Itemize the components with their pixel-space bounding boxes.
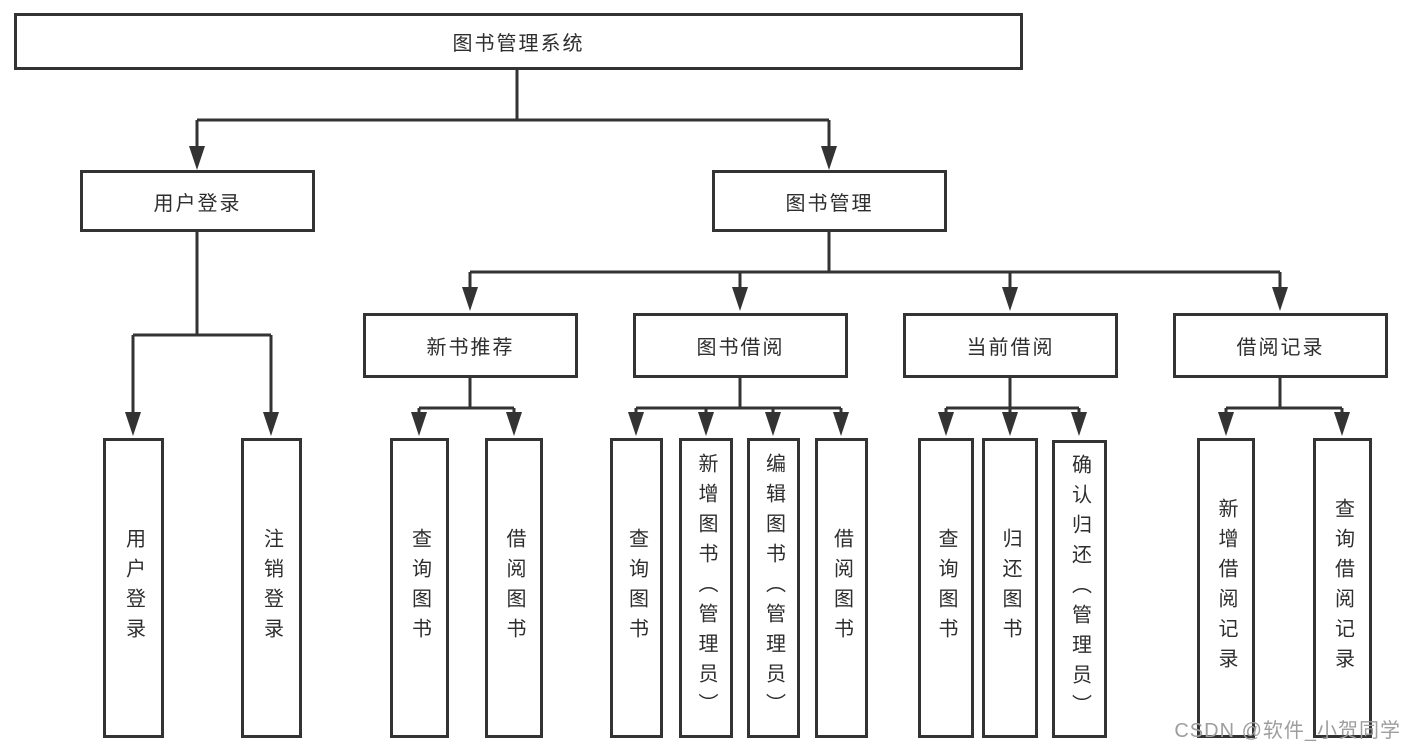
arrow-down-icon <box>1071 412 1087 436</box>
node-label: 借阅图书 <box>503 528 525 648</box>
node-label: 新书推荐 <box>426 337 515 359</box>
node-label: 用户登录 <box>153 192 242 215</box>
node-label: 查询图书 <box>408 528 431 648</box>
node-label: 借阅记录 <box>1236 337 1325 359</box>
node-label: 查询图书 <box>625 528 648 648</box>
node-label: 用户登录 <box>122 528 145 648</box>
node-current-borrowing: 当前借阅 <box>903 313 1118 378</box>
node-book-management: 图书管理 <box>712 170 947 232</box>
node-leaf-query-books-current: 查询图书 <box>918 438 974 738</box>
node-label: 确认归还（管理员） <box>1068 454 1091 724</box>
arrow-down-icon <box>628 412 644 436</box>
node-book-borrowing: 图书借阅 <box>633 313 848 378</box>
node-leaf-borrow-books: 借阅图书 <box>815 438 868 738</box>
arrow-down-icon <box>1218 412 1234 436</box>
arrow-down-icon <box>263 412 279 436</box>
node-label: 图书借阅 <box>696 337 785 359</box>
node-borrowing-records: 借阅记录 <box>1173 313 1388 378</box>
node-label: 新增借阅记录 <box>1215 498 1237 678</box>
node-user-login: 用户登录 <box>80 170 315 232</box>
node-label: 归还图书 <box>999 528 1021 648</box>
watermark: CSDN @软件_小贺同学 <box>1174 720 1401 742</box>
node-leaf-add-borrow-record: 新增借阅记录 <box>1197 438 1255 738</box>
arrow-down-icon <box>1334 412 1350 436</box>
node-label: 编辑图书（管理员） <box>762 453 785 723</box>
node-leaf-query-borrow-record: 查询借阅记录 <box>1313 438 1372 738</box>
arrow-down-icon <box>189 146 205 170</box>
node-library-management-system: 图书管理系统 <box>14 13 1023 70</box>
node-leaf-add-books-admin: 新增图书（管理员） <box>679 438 733 738</box>
arrow-down-icon <box>506 412 522 436</box>
arrow-down-icon <box>765 412 781 436</box>
node-leaf-borrow-books-recommend: 借阅图书 <box>485 438 543 738</box>
arrow-down-icon <box>462 287 478 311</box>
arrow-down-icon <box>125 412 141 436</box>
node-label: 查询借阅记录 <box>1331 498 1354 678</box>
node-label: 当前借阅 <box>966 337 1055 359</box>
node-leaf-edit-books-admin: 编辑图书（管理员） <box>747 438 800 738</box>
node-label: 新增图书（管理员） <box>695 453 717 723</box>
arrow-down-icon <box>411 412 427 436</box>
node-new-book-recommendation: 新书推荐 <box>363 313 578 378</box>
node-leaf-confirm-return-admin: 确认归还（管理员） <box>1052 440 1107 738</box>
node-label: 借阅图书 <box>830 528 853 648</box>
node-leaf-return-books: 归还图书 <box>982 438 1038 738</box>
arrow-down-icon <box>833 412 849 436</box>
arrow-down-icon <box>1272 287 1288 311</box>
node-label: 图书管理 <box>785 192 874 215</box>
arrow-down-icon <box>938 412 954 436</box>
node-label: 图书管理系统 <box>452 33 585 55</box>
node-leaf-user-login: 用户登录 <box>103 438 164 738</box>
arrow-down-icon <box>1002 287 1018 311</box>
node-label: 查询图书 <box>935 528 957 648</box>
node-label: 注销登录 <box>260 528 283 648</box>
arrow-down-icon <box>1002 412 1018 436</box>
arrow-down-icon <box>821 146 837 170</box>
arrow-down-icon <box>732 287 748 311</box>
node-leaf-query-books-borrow: 查询图书 <box>610 438 663 738</box>
node-leaf-logout: 注销登录 <box>241 438 302 738</box>
node-leaf-query-books-recommend: 查询图书 <box>390 438 449 738</box>
arrow-down-icon <box>698 412 714 436</box>
